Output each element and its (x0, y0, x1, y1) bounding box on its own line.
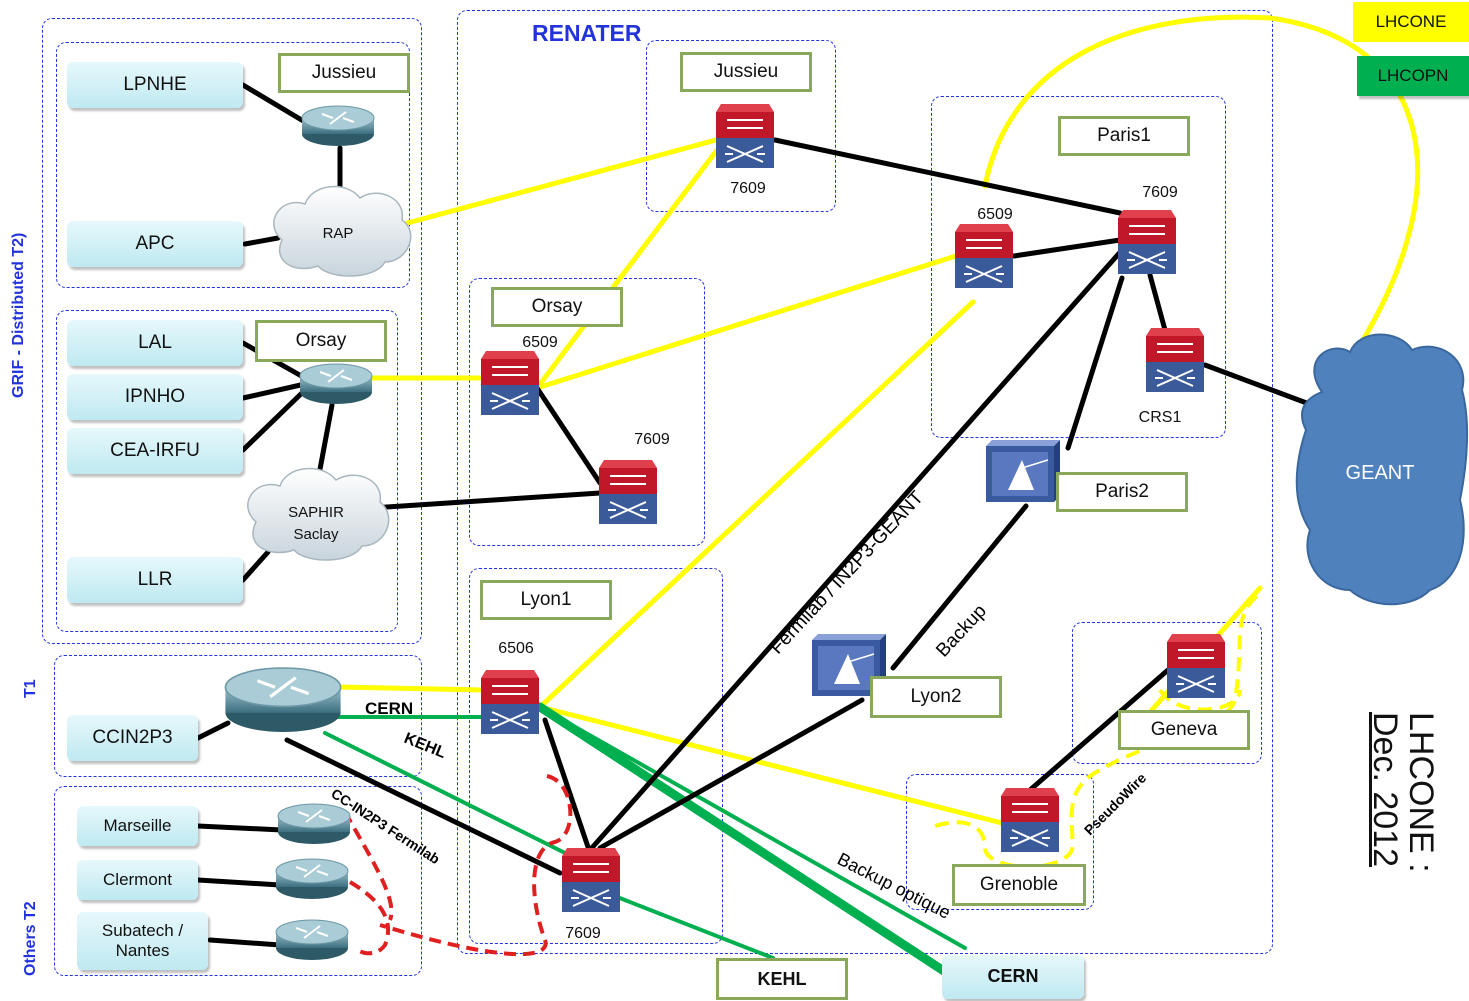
saphir-cloud: SAPHIR Saclay (247, 467, 390, 561)
paris-7609-model-label: 7609 (1142, 184, 1178, 201)
grif-orsay-zone (56, 310, 398, 632)
box-paris1: Paris1 (1058, 116, 1190, 156)
rap-cloud: RAP (273, 185, 412, 277)
paris2-optical-node (985, 439, 1061, 503)
site-apc: APC (67, 221, 243, 267)
box-grenoble: Grenoble (952, 864, 1086, 906)
box-paris2: Paris2 (1056, 472, 1188, 512)
lyon-6506-model-label: 6506 (498, 640, 534, 657)
geant-cloud: GEANT (1295, 333, 1469, 606)
box-jussieu-renater: Jussieu (680, 52, 812, 92)
crs1-model-label: CRS1 (1139, 409, 1182, 426)
subatech-router (275, 919, 349, 961)
site-llr: LLR (67, 557, 243, 603)
legend-lhcopn: LHCOPN (1357, 56, 1469, 96)
renater-label: RENATER (532, 20, 642, 46)
geneva-switch (1166, 633, 1226, 699)
site-cea-irfu: CEA-IRFU (67, 428, 243, 474)
saphir-label-1: SAPHIR (288, 504, 344, 521)
legend-lhcopn-label: LHCOPN (1377, 66, 1449, 85)
jussieu-model-label: 7609 (730, 180, 766, 197)
orsay-7609-switch (598, 459, 658, 525)
red-backup-paths (343, 774, 573, 957)
orsay-grif-router (299, 363, 373, 405)
legend-lhcone: LHCONE (1353, 2, 1469, 42)
lhcopn-links (323, 702, 967, 982)
renater-region (457, 10, 1273, 954)
renater-jussieu-zone (646, 40, 836, 212)
paris-7609-switch (1117, 209, 1177, 275)
paris-6509-switch (954, 223, 1014, 289)
geant-label: GEANT (1346, 462, 1415, 484)
clermont-router (275, 858, 349, 900)
box-kehl: KEHL (716, 958, 848, 1000)
lyon-7609-switch (561, 847, 621, 913)
site-ccin2p3: CCIN2P3 (67, 715, 198, 761)
site-clermont: Clermont (77, 860, 198, 900)
jussieu-7609-switch (715, 103, 775, 169)
site-lpnhe: LPNHE (67, 62, 243, 108)
box-orsay-renater: Orsay (491, 287, 623, 327)
orsay-6509-model-label: 6509 (522, 334, 558, 351)
grif-region (42, 18, 422, 644)
diagram-title: LHCONE : Dec. 2012 (1366, 712, 1440, 873)
orsay-6509-switch (480, 350, 540, 416)
paris-6509-model-label: 6509 (977, 206, 1013, 223)
jussieu-grif-router (301, 105, 375, 147)
renater-orsay-zone (469, 278, 705, 546)
site-lal: LAL (67, 320, 243, 366)
renater-grenoble-zone (906, 774, 1094, 910)
lyon-6506-switch (480, 669, 540, 735)
grenoble-switch (1000, 787, 1060, 853)
cern-link-label: CERN (365, 699, 413, 718)
title-line-1: LHCONE : (1402, 712, 1440, 873)
marseille-router (277, 803, 351, 845)
box-lyon1: Lyon1 (480, 580, 612, 620)
box-geneva: Geneva (1118, 710, 1250, 750)
renater-geneva-zone (1072, 622, 1262, 764)
others-t2-region (54, 786, 422, 976)
lyon-7609-model-label: 7609 (565, 925, 601, 942)
renater-lyon1-zone (469, 568, 723, 944)
box-jussieu-grif: Jussieu (278, 53, 410, 93)
renater-paris1-zone (931, 96, 1226, 438)
box-orsay-grif: Orsay (255, 320, 387, 362)
pseudowire-path (934, 590, 1264, 869)
grif-jussieu-zone (56, 42, 410, 288)
physical-links (195, 82, 1323, 948)
rap-label: RAP (323, 225, 354, 242)
saphir-label-2: Saclay (293, 526, 339, 543)
site-cern: CERN (942, 955, 1084, 999)
site-ipnho: IPNHO (67, 374, 243, 420)
ccin2p3-router (223, 666, 343, 734)
site-marseille: Marseille (77, 806, 198, 846)
crs1-switch (1145, 327, 1205, 393)
title-line-2: Dec. 2012 (1366, 712, 1405, 867)
site-subatech: Subatech / Nantes (77, 912, 208, 970)
legend-lhcone-label: LHCONE (1375, 12, 1447, 31)
orsay-7609-model-label: 7609 (634, 431, 670, 448)
box-lyon2: Lyon2 (870, 676, 1002, 718)
